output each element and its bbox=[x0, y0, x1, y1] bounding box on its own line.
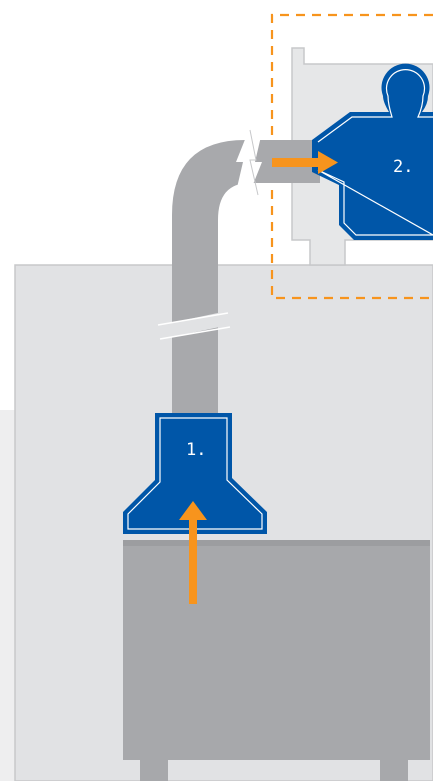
boundary-dashed-line bbox=[270, 13, 433, 300]
appliance-leg-right bbox=[380, 760, 408, 781]
hood-label: 1. bbox=[186, 440, 206, 460]
extraction-hood bbox=[123, 413, 267, 534]
exhaust-duct bbox=[172, 140, 320, 420]
unit-label: 2. bbox=[393, 157, 413, 177]
appliance-leg-left bbox=[140, 760, 168, 781]
airflow-arrow-up bbox=[179, 501, 207, 604]
cooking-appliance bbox=[123, 540, 430, 781]
duct-break-marker-vertical bbox=[157, 310, 231, 340]
airflow-arrow-right bbox=[272, 151, 338, 174]
duct-break-marker-horizontal bbox=[236, 129, 262, 196]
extraction-unit bbox=[312, 63, 433, 241]
